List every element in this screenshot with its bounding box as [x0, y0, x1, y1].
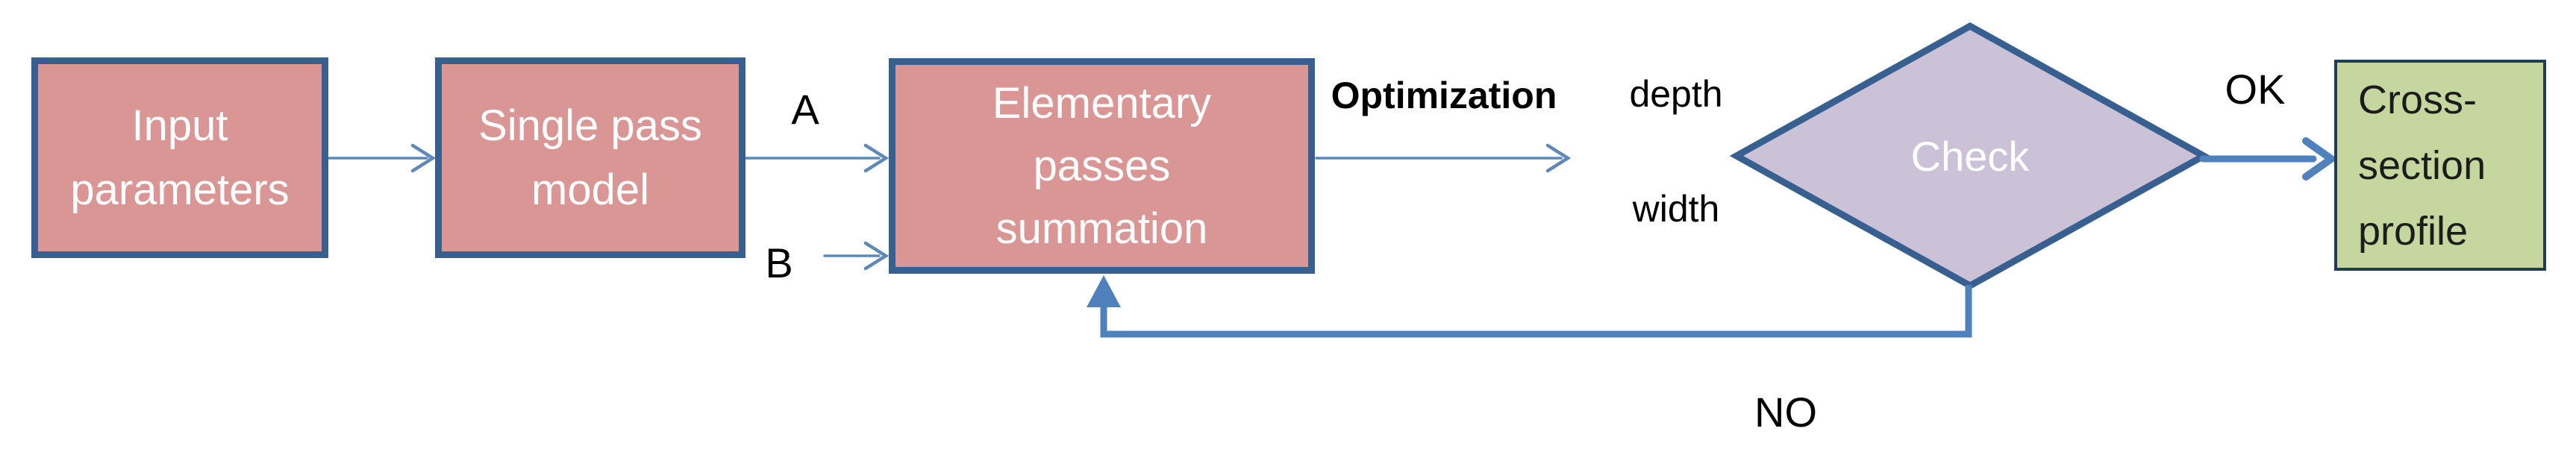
node-input-parameters-line2: parameters: [70, 165, 290, 214]
edge-label-no: NO: [1754, 388, 1817, 436]
edge-label-depth: depth: [1629, 73, 1723, 115]
node-profile-line3: profile: [2358, 208, 2469, 254]
node-elementary-passes-summation: Elementary passes summation: [889, 58, 1315, 274]
node-input-parameters-line1: Input: [131, 101, 228, 150]
edge-label-ok: OK: [2225, 65, 2286, 113]
node-single-pass-model: Single pass model: [435, 57, 745, 258]
edge-label-optimization: Optimization: [1331, 75, 1557, 116]
arrow-check-to-profile: [2199, 137, 2338, 180]
arrow-single-pass-to-summation: [745, 143, 890, 173]
edge-label-b: B: [765, 239, 793, 286]
edge-label-a: A: [791, 85, 819, 133]
arrow-summation-to-check: [1315, 143, 1572, 173]
node-summation-line2: passes: [1033, 141, 1171, 190]
node-summation-line3: summation: [995, 204, 1208, 253]
check-text: Check: [1910, 132, 2030, 180]
node-single-pass-model-line2: model: [531, 165, 649, 214]
node-input-parameters: Input parameters: [31, 57, 328, 258]
node-single-pass-model-line1: Single pass: [478, 101, 702, 150]
edge-label-width: width: [1632, 188, 1720, 230]
node-cross-section-profile: Cross- section profile: [2334, 60, 2546, 271]
no-feedback-arrow: [1087, 275, 1972, 338]
arrow-input-to-single-pass: [328, 143, 437, 173]
node-summation-line1: Elementary: [992, 78, 1212, 128]
node-profile-line2: section: [2358, 142, 2486, 188]
node-check-label: Check: [1736, 26, 2204, 286]
node-profile-line1: Cross-: [2358, 77, 2477, 122]
arrow-b-to-summation: [823, 241, 890, 271]
